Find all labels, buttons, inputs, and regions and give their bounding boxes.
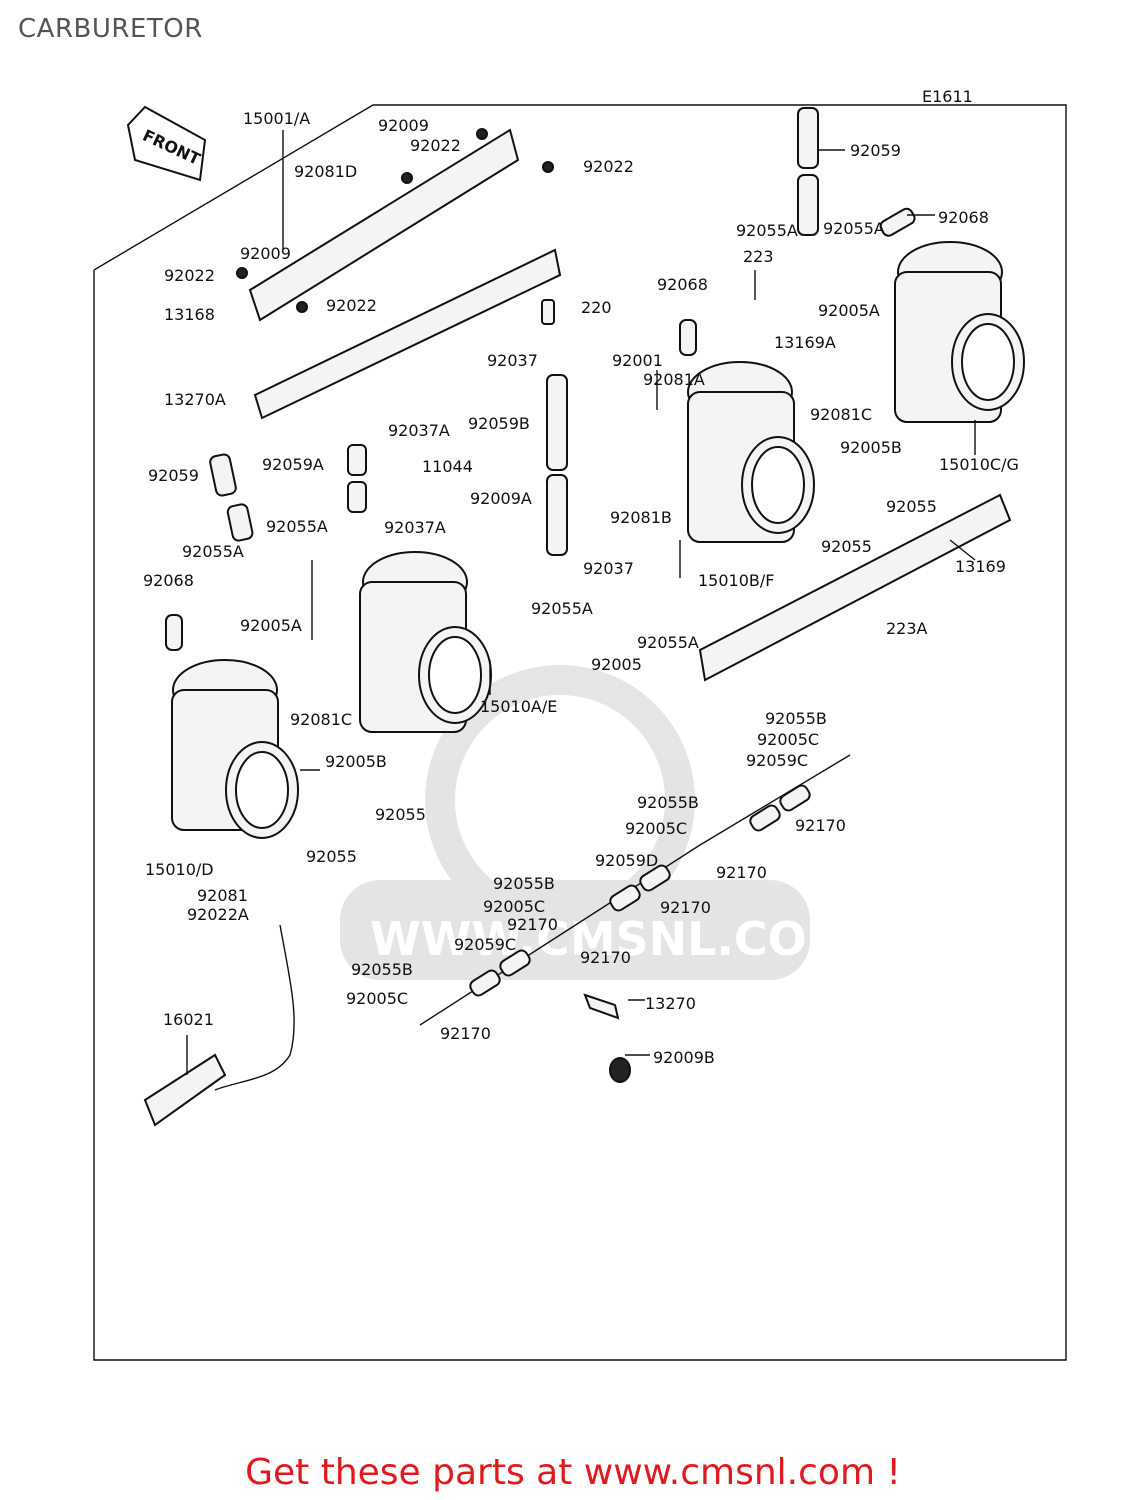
part-label: 92059A xyxy=(262,455,324,474)
part-label: 92170 xyxy=(507,915,558,934)
carburetor-15010AE xyxy=(359,551,492,733)
watermark: WWW.CMSNL.COM xyxy=(340,665,853,980)
part-label: 92005B xyxy=(840,438,902,457)
part-label: 92009 xyxy=(378,116,429,135)
part-label: 92081C xyxy=(290,710,352,729)
carburetor-15010D xyxy=(171,659,299,839)
part-label: 92059C xyxy=(746,751,808,770)
part-label: 92055B xyxy=(351,960,413,979)
part-label: 92005B xyxy=(325,752,387,771)
part-label: 92037A xyxy=(384,518,446,537)
part-label: 92009B xyxy=(653,1048,715,1067)
part-label: 92059B xyxy=(468,414,530,433)
part-label: 220 xyxy=(581,298,612,317)
upper-link-bar xyxy=(248,128,562,420)
part-label: 15001/A xyxy=(243,109,310,128)
part-label: 92022A xyxy=(187,905,249,924)
part-label: 92037 xyxy=(583,559,634,578)
part-label: 13169A xyxy=(774,333,836,352)
figure-code: E1611 xyxy=(922,87,973,106)
part-label: 92055B xyxy=(493,874,555,893)
part-label: 92081D xyxy=(294,162,357,181)
vent-tubes xyxy=(165,107,916,651)
part-label: 92037 xyxy=(487,351,538,370)
small-parts xyxy=(236,128,631,1083)
part-label: 92081 xyxy=(197,886,248,905)
front-arrow: FRONT xyxy=(126,105,207,182)
part-label: 92005C xyxy=(346,989,408,1008)
part-label: 15010B/F xyxy=(698,571,774,590)
part-label: 92055 xyxy=(306,847,357,866)
part-label: 92170 xyxy=(716,863,767,882)
part-label: 92055A xyxy=(637,633,699,652)
part-label: 92055A xyxy=(823,219,885,238)
part-label: 13270 xyxy=(645,994,696,1013)
part-label: 92068 xyxy=(143,571,194,590)
part-label: 11044 xyxy=(422,457,473,476)
part-label: 92009 xyxy=(240,244,291,263)
part-label: 92059 xyxy=(850,141,901,160)
carburetor-15010CG xyxy=(894,241,1025,423)
part-label: 92022 xyxy=(326,296,377,315)
part-label: 92055 xyxy=(886,497,937,516)
part-label: 92068 xyxy=(657,275,708,294)
leader-lines xyxy=(186,130,976,1075)
part-label: 223A xyxy=(886,619,928,638)
part-label: 92055A xyxy=(736,221,798,240)
part-label: 92009A xyxy=(470,489,532,508)
part-label: 92005C xyxy=(483,897,545,916)
part-label: 92055A xyxy=(266,517,328,536)
part-label: 92170 xyxy=(660,898,711,917)
part-label: 92055B xyxy=(637,793,699,812)
part-label: 92170 xyxy=(580,948,631,967)
part-label: 92081A xyxy=(643,370,705,389)
part-label: 92055A xyxy=(182,542,244,561)
part-label: 92081C xyxy=(810,405,872,424)
part-label: 92055 xyxy=(821,537,872,556)
right-link-bar xyxy=(698,493,1012,682)
part-label: 13270A xyxy=(164,390,226,409)
part-label: 92022 xyxy=(583,157,634,176)
part-label: 92005C xyxy=(625,819,687,838)
choke-cable-16021 xyxy=(143,924,295,1127)
part-labels: 15001/A 92009 92022 92022 92081D 92009 9… xyxy=(143,109,1019,1067)
part-label: 92068 xyxy=(938,208,989,227)
part-label: 92005C xyxy=(757,730,819,749)
part-label: 13168 xyxy=(164,305,215,324)
part-label: 15010A/E xyxy=(480,697,557,716)
part-label: 92059C xyxy=(454,935,516,954)
part-label: 92005A xyxy=(818,301,880,320)
part-label: 92005 xyxy=(591,655,642,674)
part-label: 92055 xyxy=(375,805,426,824)
part-label: 92055A xyxy=(531,599,593,618)
part-label: 92037A xyxy=(388,421,450,440)
part-label: 92170 xyxy=(440,1024,491,1043)
part-label: 92022 xyxy=(410,136,461,155)
part-label: 223 xyxy=(743,247,774,266)
part-label: 13169 xyxy=(955,557,1006,576)
part-label: 92081B xyxy=(610,508,672,527)
footer-banner[interactable]: Get these parts at www.cmsnl.com ! xyxy=(245,1452,901,1493)
part-label: 92005A xyxy=(240,616,302,635)
diagram-frame xyxy=(93,104,1067,1361)
part-label: 92001 xyxy=(612,351,663,370)
carburetor-15010BF xyxy=(687,361,815,543)
part-label: 92022 xyxy=(164,266,215,285)
page-title: CARBURETOR xyxy=(18,14,203,44)
part-label: 16021 xyxy=(163,1010,214,1029)
watermark-text: WWW.CMSNL.COM xyxy=(370,912,853,966)
part-label: 15010C/G xyxy=(939,455,1019,474)
part-label: 92059 xyxy=(148,466,199,485)
part-label: 92059D xyxy=(595,851,658,870)
part-label: 15010/D xyxy=(145,860,214,879)
fuel-line-assembly xyxy=(419,754,851,1026)
part-label: 92170 xyxy=(795,816,846,835)
part-label: 92055B xyxy=(765,709,827,728)
